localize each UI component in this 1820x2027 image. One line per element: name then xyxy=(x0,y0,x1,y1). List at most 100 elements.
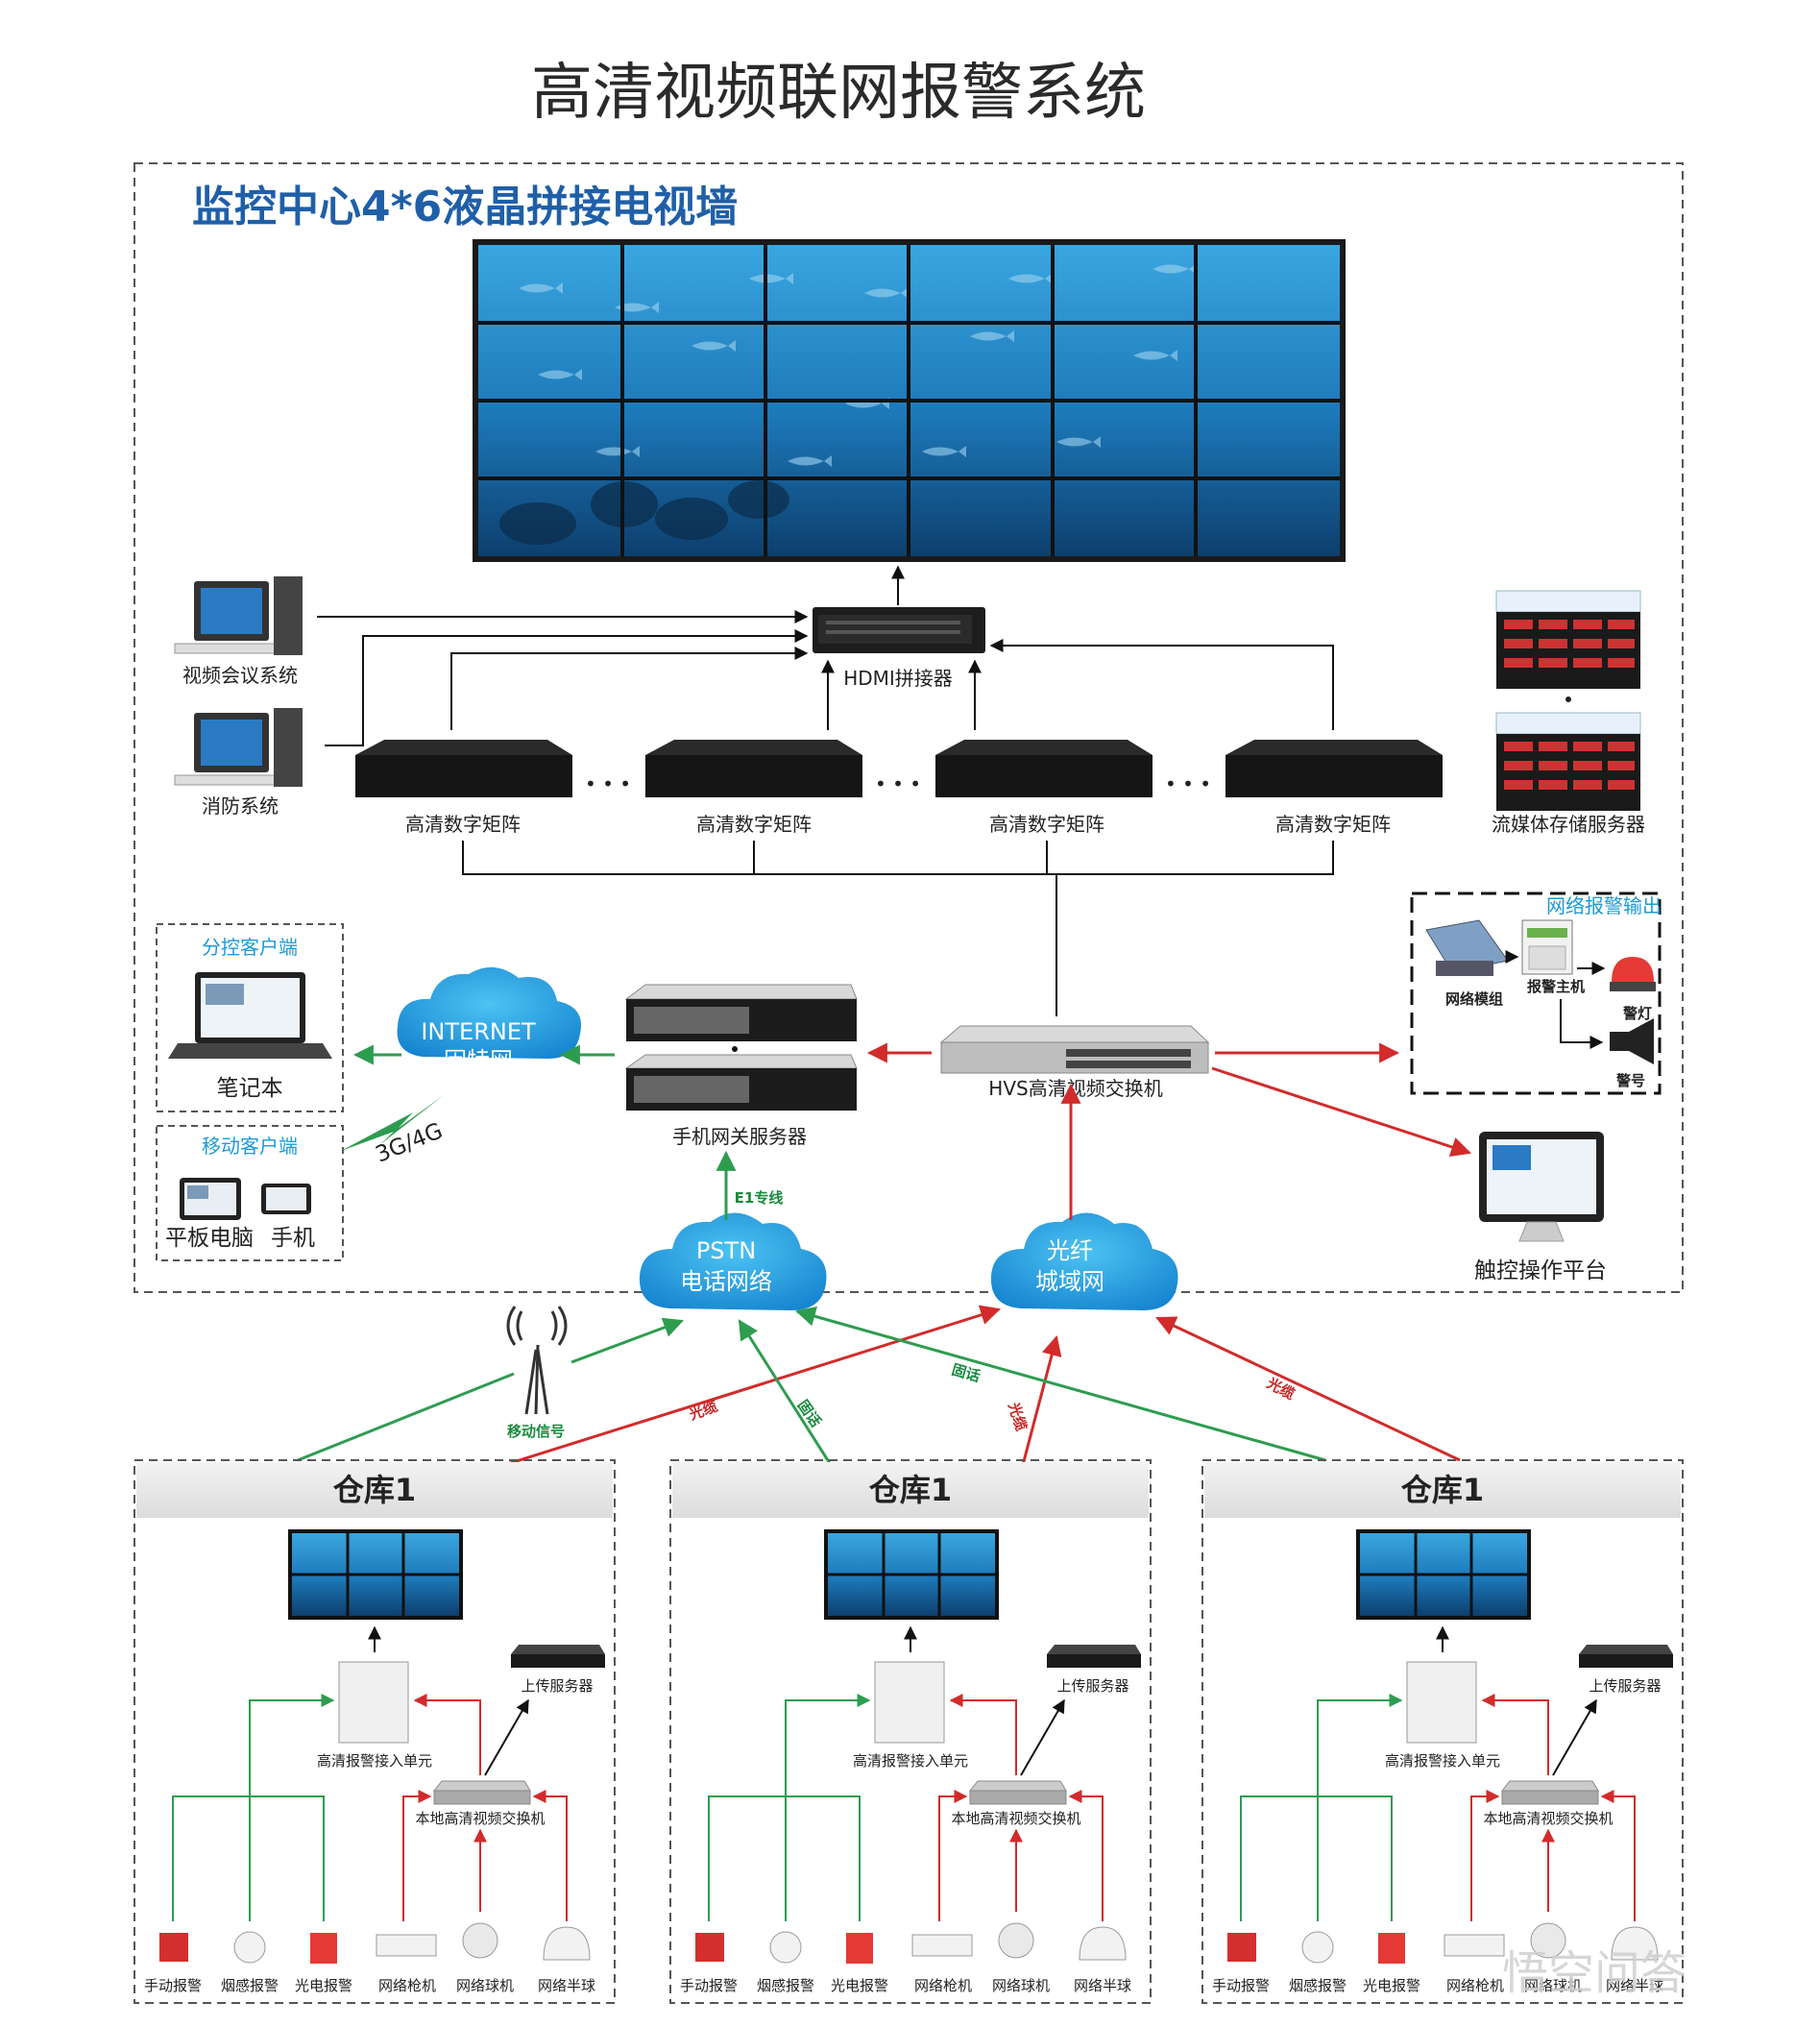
landline-label-2: 固话 xyxy=(950,1361,983,1386)
fire-system-computer-icon xyxy=(174,708,303,787)
wh1-device-2: 烟感报警 xyxy=(221,1977,279,1994)
internet-label-1: INTERNET xyxy=(421,1018,536,1045)
video-wall xyxy=(473,239,1346,562)
siren-icon xyxy=(1610,1018,1654,1064)
internet-cloud-icon xyxy=(397,966,581,1059)
wh3-device-3: 光电报警 xyxy=(1363,1977,1420,1994)
mobile-client-heading: 移动客户端 xyxy=(202,1135,298,1158)
sub-client-frame xyxy=(156,923,344,1112)
video-conference-computer-icon xyxy=(174,576,303,655)
wh1-device-5: 网络球机 xyxy=(456,1977,514,1994)
phone-icon xyxy=(261,1184,311,1214)
ellipsis-2: • • • xyxy=(875,772,921,795)
hd-matrix-4 xyxy=(1225,740,1443,797)
wh3-device-2: 烟感报警 xyxy=(1289,1977,1347,1994)
wh2-device-2: 烟感报警 xyxy=(757,1977,814,1994)
monitoring-center-frame xyxy=(133,162,1684,1293)
hdmi-label: HDMI拼接器 xyxy=(843,667,953,690)
alarm-host-icon xyxy=(1521,919,1573,975)
hd-matrix-3 xyxy=(935,740,1153,797)
wh3-device-1: 手动报警 xyxy=(1212,1977,1270,1994)
warehouse-3-title: 仓库1 xyxy=(1401,1472,1484,1508)
wh1-device-1: 手动报警 xyxy=(144,1977,202,1994)
phone-label: 手机 xyxy=(271,1226,315,1251)
hdmi-splicer xyxy=(813,607,985,653)
upload-server-2-label: 上传服务器 xyxy=(1056,1677,1128,1695)
mobile-client-frame xyxy=(156,1125,344,1261)
cable-label-3: 光缆 xyxy=(1263,1374,1298,1403)
alarm-host-label: 报警主机 xyxy=(1527,978,1585,995)
fiber-cloud-icon xyxy=(990,1212,1178,1310)
hd-matrix-2 xyxy=(645,740,862,797)
network-module-icon xyxy=(1425,919,1509,976)
pstn-label-1: PSTN xyxy=(696,1237,756,1264)
wh1-device-4: 网络枪机 xyxy=(378,1977,436,1994)
alarm-light-icon xyxy=(1610,957,1656,991)
sub-client-heading: 分控客户端 xyxy=(202,936,298,959)
matrix-4-label: 高清数字矩阵 xyxy=(1275,813,1391,836)
pstn-label-2: 电话网络 xyxy=(680,1268,772,1295)
cable-label-1: 光缆 xyxy=(686,1398,719,1425)
tablet-label: 平板电脑 xyxy=(165,1226,254,1251)
wh2-device-3: 光电报警 xyxy=(831,1977,888,1994)
touch-platform-label: 触控操作平台 xyxy=(1474,1258,1607,1283)
warehouse-1-title: 仓库1 xyxy=(333,1472,416,1508)
warehouse-panel-3: 仓库1 高清报警接入单元 上传服务器 本地高清视频交换机 手动报警 烟感报警 光… xyxy=(1201,1459,1684,2004)
tablet-icon xyxy=(180,1178,241,1220)
wh2-device-5: 网络球机 xyxy=(992,1977,1050,1994)
center-heading: 监控中心4*6液晶拼接电视墙 xyxy=(192,183,738,232)
alarm-output-heading: 网络报警输出 xyxy=(1546,894,1662,917)
access-unit-1-label: 高清报警接入单元 xyxy=(317,1752,432,1770)
e1-label: E1专线 xyxy=(735,1189,784,1207)
warehouse-panel-2: 仓库1 高清报警接入单元 上传服务器 本地高清视频交换机 手动报警 烟感报警 光… xyxy=(669,1459,1152,2004)
streaming-storage-server-icon xyxy=(1495,590,1641,811)
video-conference-label: 视频会议系统 xyxy=(182,664,298,687)
laptop-icon xyxy=(168,972,332,1059)
streaming-label: 流媒体存储服务器 xyxy=(1492,813,1645,836)
laptop-label: 笔记本 xyxy=(217,1076,283,1101)
siren-label: 警号 xyxy=(1615,1072,1645,1089)
fire-system-label: 消防系统 xyxy=(202,794,279,818)
wh3-device-6: 网络半球 xyxy=(1606,1977,1663,1994)
wh1-device-6: 网络半球 xyxy=(538,1977,595,1994)
upload-server-3-label: 上传服务器 xyxy=(1589,1677,1661,1695)
local-switch-1-label: 本地高清视频交换机 xyxy=(415,1810,545,1827)
mobile-net-label: 3G/4G xyxy=(373,1118,447,1167)
fiber-label-1: 光纤 xyxy=(1047,1237,1093,1264)
matrix-1-label: 高清数字矩阵 xyxy=(405,813,521,836)
page-title: 高清视频联网报警系统 xyxy=(531,58,1146,129)
ellipsis-1: • • • xyxy=(585,772,631,795)
wh2-device-1: 手动报警 xyxy=(680,1977,738,1994)
wh2-device-4: 网络枪机 xyxy=(914,1977,972,1994)
gateway-server-icon xyxy=(624,984,858,1111)
matrix-3-label: 高清数字矩阵 xyxy=(989,813,1104,836)
ellipsis-3: • • • xyxy=(1165,772,1211,795)
warehouse-panel-1: 仓库1 高清报警接入单元 上传服务器 本地高清视频交换机 手动报警 烟感报警 光… xyxy=(133,1459,616,2004)
access-unit-2-label: 高清报警接入单元 xyxy=(853,1752,968,1770)
alarm-output-frame xyxy=(1410,891,1662,1095)
cable-label-2: 光缆 xyxy=(1005,1400,1031,1433)
hvs-switch-icon xyxy=(939,1025,1210,1074)
access-unit-3-label: 高清报警接入单元 xyxy=(1385,1752,1500,1770)
alarm-light-label: 警灯 xyxy=(1622,1005,1652,1022)
matrix-2-label: 高清数字矩阵 xyxy=(696,813,812,836)
hvs-switch-label: HVS高清视频交换机 xyxy=(988,1077,1162,1100)
hd-matrix-1 xyxy=(355,740,572,797)
fiber-label-2: 城域网 xyxy=(1035,1268,1104,1295)
touch-platform-icon xyxy=(1479,1132,1604,1242)
local-switch-2-label: 本地高清视频交换机 xyxy=(951,1810,1080,1827)
wh1-device-3: 光电报警 xyxy=(295,1977,352,1994)
warehouse-2-title: 仓库1 xyxy=(869,1472,952,1508)
upload-server-1-label: 上传服务器 xyxy=(521,1677,593,1695)
wh3-device-4: 网络枪机 xyxy=(1446,1977,1504,1994)
wh3-device-5: 网络球机 xyxy=(1524,1977,1582,1994)
local-switch-3-label: 本地高清视频交换机 xyxy=(1483,1810,1613,1827)
wh2-device-6: 网络半球 xyxy=(1074,1977,1131,1994)
pstn-cloud-icon xyxy=(639,1212,827,1310)
mobile-signal-label: 移动信号 xyxy=(507,1423,565,1440)
network-module-label: 网络模组 xyxy=(1445,990,1503,1008)
internet-label-2: 因特网 xyxy=(444,1047,513,1074)
signal-tower-icon xyxy=(506,1306,568,1415)
watermark-text: 悟空问答 xyxy=(1502,1946,1687,2000)
